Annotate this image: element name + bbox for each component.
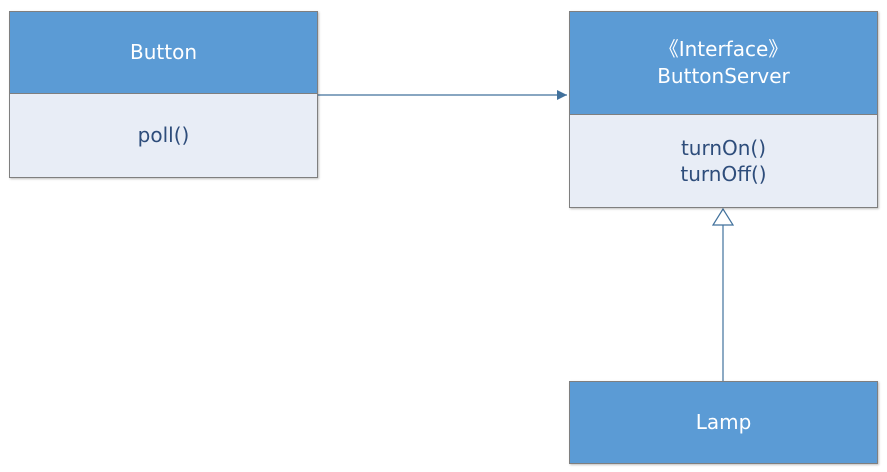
method-turn-on: turnOn() xyxy=(680,135,767,160)
interface-stereotype: 《Interface》 xyxy=(658,37,789,61)
method-turn-off: turnOff() xyxy=(680,161,767,186)
class-button[interactable]: Button poll() xyxy=(9,11,318,178)
interface-button-server-methods: turnOn() turnOff() xyxy=(570,115,877,206)
class-button-methods: poll() xyxy=(10,94,317,176)
interface-button-server-header: 《Interface》 ButtonServer xyxy=(570,12,877,115)
realization-arrow[interactable] xyxy=(711,207,735,381)
hollow-triangle-arrowhead xyxy=(711,207,735,226)
method-poll: poll() xyxy=(137,123,190,147)
interface-button-server[interactable]: 《Interface》 ButtonServer turnOn() turnOf… xyxy=(569,11,878,208)
class-button-header: Button xyxy=(10,12,317,94)
interface-button-server-name: ButtonServer xyxy=(657,64,790,88)
class-lamp[interactable]: Lamp xyxy=(569,381,878,464)
class-button-name: Button xyxy=(130,40,197,64)
class-lamp-header: Lamp xyxy=(570,382,877,463)
class-lamp-name: Lamp xyxy=(695,410,752,434)
